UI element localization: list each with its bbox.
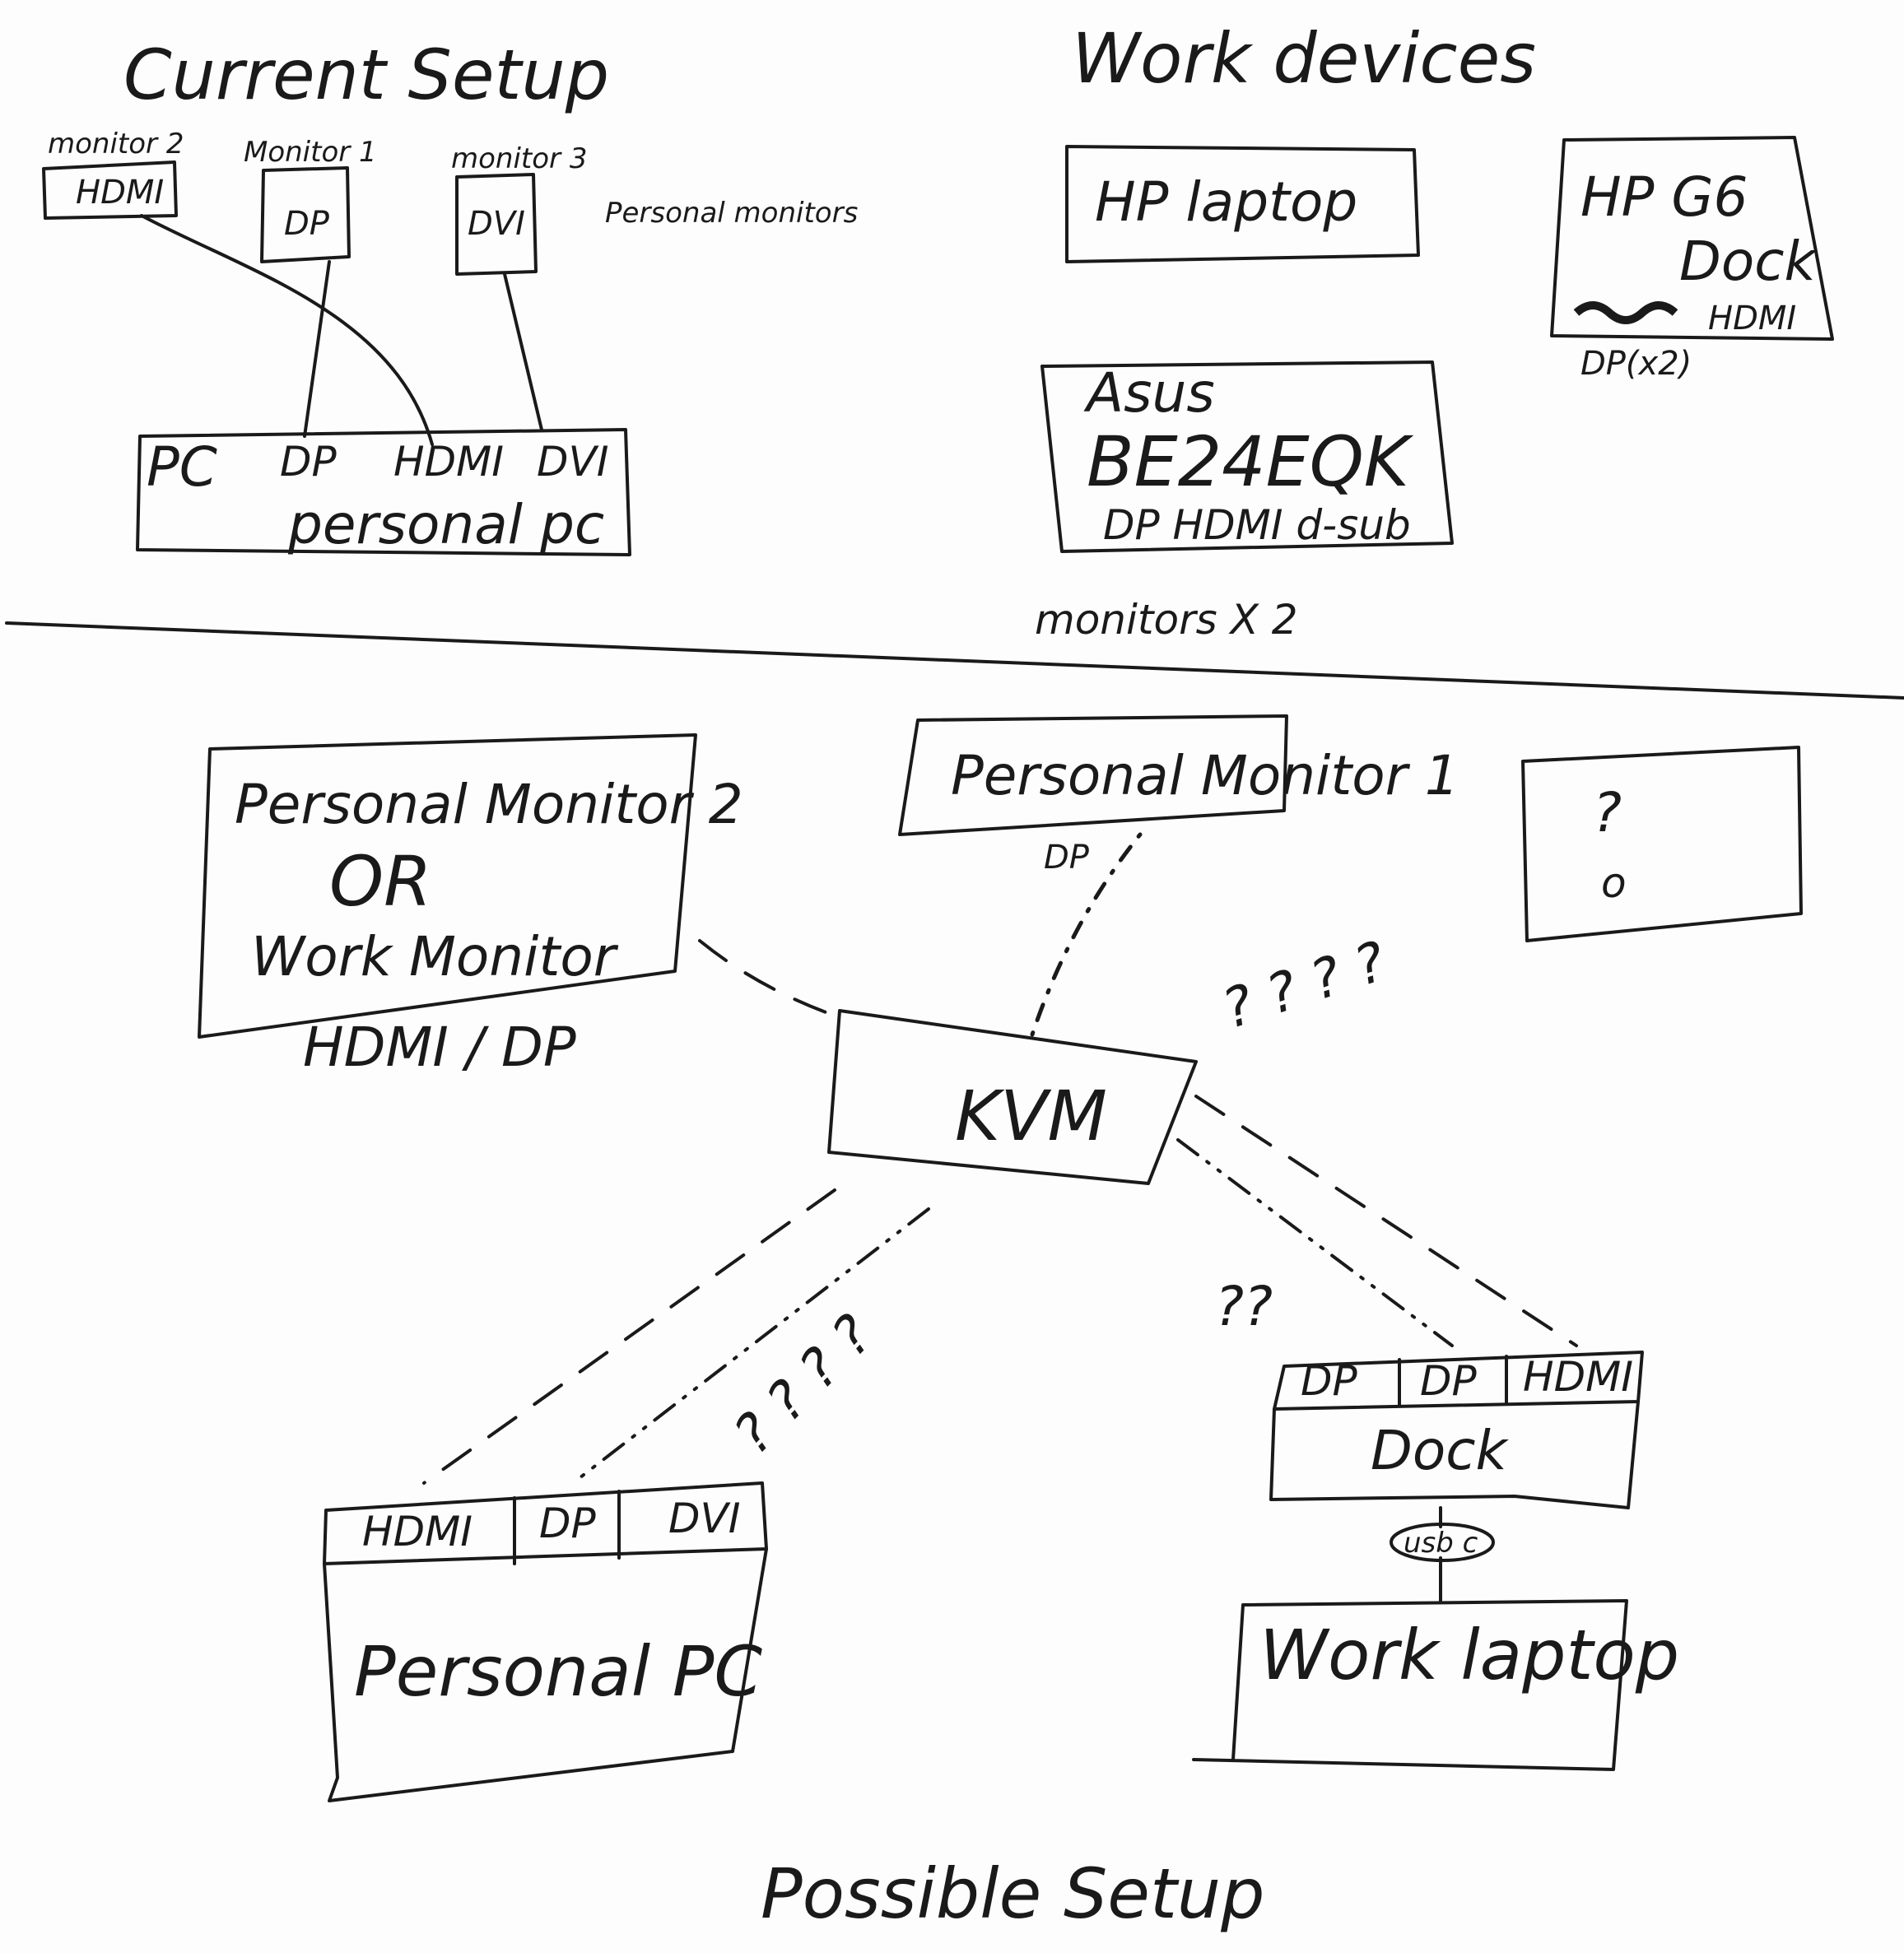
monitor1-port: DP: [284, 205, 330, 243]
pc-link-question: ? ? ? ?: [722, 1303, 885, 1466]
unknown-device-box: [1521, 746, 1803, 942]
dock-label: Dock: [1371, 1419, 1509, 1482]
usb-c-label: usb c: [1404, 1527, 1478, 1560]
monitor1-box: [260, 166, 351, 263]
pc-port-dp: DP: [539, 1500, 597, 1547]
asus-brand: Asus: [1083, 361, 1215, 425]
crossed-out-text: [1573, 301, 1678, 324]
work-devices-title: Work devices: [1072, 18, 1536, 99]
monitors-count: monitors X 2: [1035, 596, 1298, 644]
monitor3-label: monitor 3: [451, 142, 587, 175]
hp-laptop-label: HP laptop: [1095, 170, 1357, 234]
pc-port-dvi: DVI: [537, 438, 608, 486]
pc-port-hdmi: HDMI: [393, 438, 504, 486]
kvm-box: [827, 1009, 1198, 1185]
monitor-b-box: [898, 714, 1288, 836]
pc-name: PC: [147, 435, 217, 499]
link-monitor-b-kvm: [1030, 832, 1143, 1037]
monitor-a-line2: OR: [329, 841, 431, 922]
pc-caption: personal pc: [287, 493, 604, 556]
hp-dock-name-2: Dock: [1679, 230, 1818, 293]
monitor2-box: [42, 160, 178, 220]
monitor-b-label: Personal Monitor 1: [951, 744, 1459, 807]
hp-dock-name-1: HP G6: [1580, 165, 1748, 229]
unknown-link-question: ? ? ? ?: [1215, 929, 1394, 1041]
dock-port-dp-1: DP: [1301, 1357, 1358, 1405]
pc-port-dividers: [513, 1490, 621, 1565]
hdmi-cable: [140, 214, 434, 446]
work-laptop-box: [1192, 1599, 1628, 1771]
work-laptop-label: Work laptop: [1259, 1615, 1679, 1695]
dock-port-dp-2: DP: [1420, 1357, 1478, 1405]
monitor3-box: [455, 173, 538, 276]
asus-ports: DP HDMI d-sub: [1103, 501, 1411, 549]
unknown-device-mark: ?: [1593, 781, 1622, 844]
possible-setup-title: Possible Setup: [761, 1853, 1264, 1934]
asus-monitor-box: [1040, 360, 1454, 553]
monitor1-label: Monitor 1: [244, 136, 377, 169]
monitor2-label: monitor 2: [48, 128, 184, 160]
asus-model: BE24EQK: [1087, 421, 1414, 502]
hp-dock-port-dp: DP(x2): [1580, 345, 1692, 383]
dvi-cable: [503, 272, 543, 431]
dock-link-question: ??: [1215, 1275, 1273, 1338]
link-monitor-a-kvm: [698, 939, 836, 1017]
usb-c-connector: [1390, 1523, 1495, 1562]
pc-port-dp: DP: [280, 438, 338, 486]
unknown-device-dot: o: [1601, 859, 1627, 907]
current-setup-title: Current Setup: [123, 35, 609, 115]
monitor-a-line3: Work Monitor: [251, 925, 619, 988]
monitor2-port: HDMI: [76, 174, 164, 212]
monitor-a-ports: HDMI / DP: [303, 1016, 576, 1079]
monitor-b-port: DP: [1044, 839, 1090, 877]
dock-box: [1269, 1400, 1640, 1509]
link-kvm-pc-hdmi: [422, 1188, 836, 1485]
personal-pc-box: [136, 428, 631, 556]
pc-port-dvi: DVI: [668, 1495, 740, 1542]
personal-monitors-note: Personal monitors: [605, 197, 858, 230]
personal-pc-label: Personal PC: [354, 1631, 762, 1712]
link-kvm-dock-hdmi: [1194, 1095, 1578, 1347]
hp-dock-port-hdmi: HDMI: [1708, 300, 1796, 337]
monitor-a-box: [198, 733, 697, 1039]
dock-port-hdmi: HDMI: [1523, 1353, 1633, 1401]
personal-pc-box: [323, 1547, 768, 1802]
section-divider: [5, 621, 1904, 700]
hp-laptop-box: [1065, 145, 1420, 263]
monitor3-port: DVI: [468, 205, 525, 243]
pc-port-hdmi: HDMI: [362, 1508, 473, 1555]
dock-port-dividers: [1398, 1355, 1508, 1407]
dp-cable: [303, 260, 331, 438]
monitor-a-line1: Personal Monitor 2: [235, 773, 743, 836]
hp-dock-box: [1550, 136, 1834, 341]
kvm-label: KVM: [955, 1076, 1107, 1156]
link-kvm-pc-dp: [571, 1207, 930, 1485]
